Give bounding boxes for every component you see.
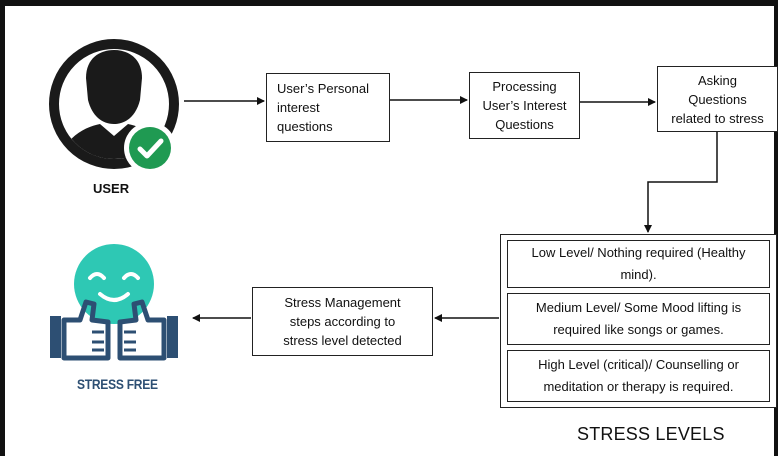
checkmark-icon bbox=[124, 122, 176, 174]
arrow-asking-to-levels bbox=[644, 132, 718, 233]
processing-box: Processing User’s Interest Questions bbox=[469, 72, 580, 139]
box-line: stress level detected bbox=[283, 333, 402, 348]
level-line: meditation or therapy is required. bbox=[543, 379, 734, 394]
box-line: interest bbox=[277, 100, 320, 115]
left-border bbox=[0, 0, 5, 456]
high-level-box: High Level (critical)/ Counselling or me… bbox=[507, 350, 770, 402]
personal-interest-box: User’s Personal interest questions bbox=[266, 73, 390, 142]
box-line: User’s Interest bbox=[482, 98, 567, 113]
asking-questions-box: Asking Questions related to stress bbox=[657, 66, 778, 132]
box-line: questions bbox=[277, 119, 333, 134]
box-line: related to stress bbox=[671, 110, 764, 126]
box-line: User’s Personal bbox=[277, 81, 370, 96]
thumbs-up-icon bbox=[50, 299, 178, 361]
level-line: required like songs or games. bbox=[553, 322, 724, 337]
box-line: Questions bbox=[688, 91, 747, 107]
low-level-box: Low Level/ Nothing required (Healthy min… bbox=[507, 240, 770, 288]
top-border bbox=[0, 0, 778, 6]
smiley-face-icon bbox=[74, 244, 154, 324]
box-line: Asking bbox=[697, 72, 738, 88]
box-line: steps according to bbox=[289, 314, 396, 329]
stress-free-label: STRESS FREE bbox=[77, 376, 158, 392]
box-line: Questions bbox=[495, 117, 554, 132]
level-line: High Level (critical)/ Counselling or bbox=[538, 357, 739, 372]
box-line: Stress Management bbox=[284, 295, 401, 310]
medium-level-box: Medium Level/ Some Mood lifting is requi… bbox=[507, 293, 770, 345]
level-line: mind). bbox=[620, 267, 657, 282]
stress-management-box: Stress Management steps according to str… bbox=[252, 287, 433, 356]
user-label: USER bbox=[93, 181, 130, 196]
stress-levels-container: Low Level/ Nothing required (Healthy min… bbox=[500, 234, 777, 408]
level-line: Low Level/ Nothing required (Healthy bbox=[531, 245, 746, 260]
level-line: Medium Level/ Some Mood lifting is bbox=[535, 300, 742, 315]
stress-levels-title: STRESS LEVELS bbox=[577, 424, 725, 444]
box-line: Processing bbox=[492, 79, 557, 94]
right-border bbox=[774, 0, 778, 456]
